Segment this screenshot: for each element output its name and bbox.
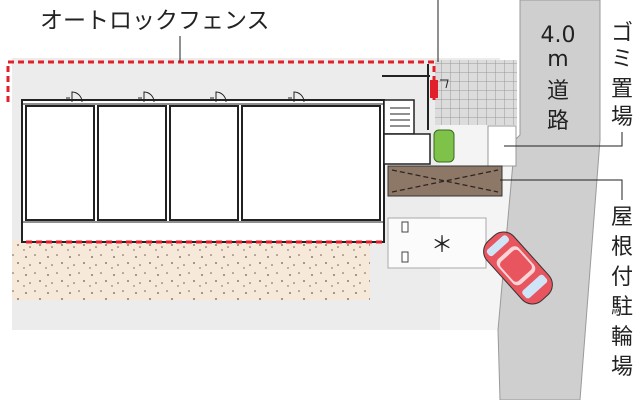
bike-label-6: 場 [611,355,633,380]
wheel-stop-1 [401,221,409,233]
trash-label-2: ミ [611,47,633,72]
entrance-tiles [435,60,517,125]
gate-door-arc [440,79,449,89]
parking-mark: ＊ [431,233,453,258]
fence-label: オートロックフェンス [40,8,270,34]
unit-3 [169,105,239,221]
bike-label-3: 付 [611,265,633,290]
road-label-1: 4.0 [541,23,576,48]
shrub-icon [433,129,455,163]
trash-label-4: 場 [611,105,633,130]
bike-label-2: 根 [611,235,633,260]
door-marks [66,91,305,103]
gravel-area [12,240,370,300]
unit-4 [241,105,381,221]
bike-label-4: 駐 [611,295,633,320]
wheel-stop-2 [401,251,409,263]
corridor [383,133,431,165]
road-label: 4.0 m 道 路 [541,23,576,134]
road-label-3: 道 [547,79,569,104]
auto-lock-fence-outline [6,60,436,244]
trash-label-3: 置 [611,77,633,102]
unit-1 [25,105,95,221]
trash-label-1: ゴ [611,21,633,46]
car-icon [483,231,553,305]
bicycle-roof-cross [391,169,499,193]
bike-leader [500,179,623,200]
entrance-fence [382,64,430,130]
bike-label: 屋 根 付 駐 輪 場 [611,205,633,380]
stair-steps [390,107,410,127]
unit-2 [97,105,167,221]
stair [383,99,415,135]
trash-leader [504,132,623,147]
bicycle-roof [387,165,503,197]
road-label-2: m [547,47,568,72]
bike-label-5: 輪 [611,325,633,350]
bike-label-1: 屋 [611,205,633,230]
trash-label: ゴ ミ 置 場 [611,21,633,130]
road-label-4: 路 [547,109,569,134]
